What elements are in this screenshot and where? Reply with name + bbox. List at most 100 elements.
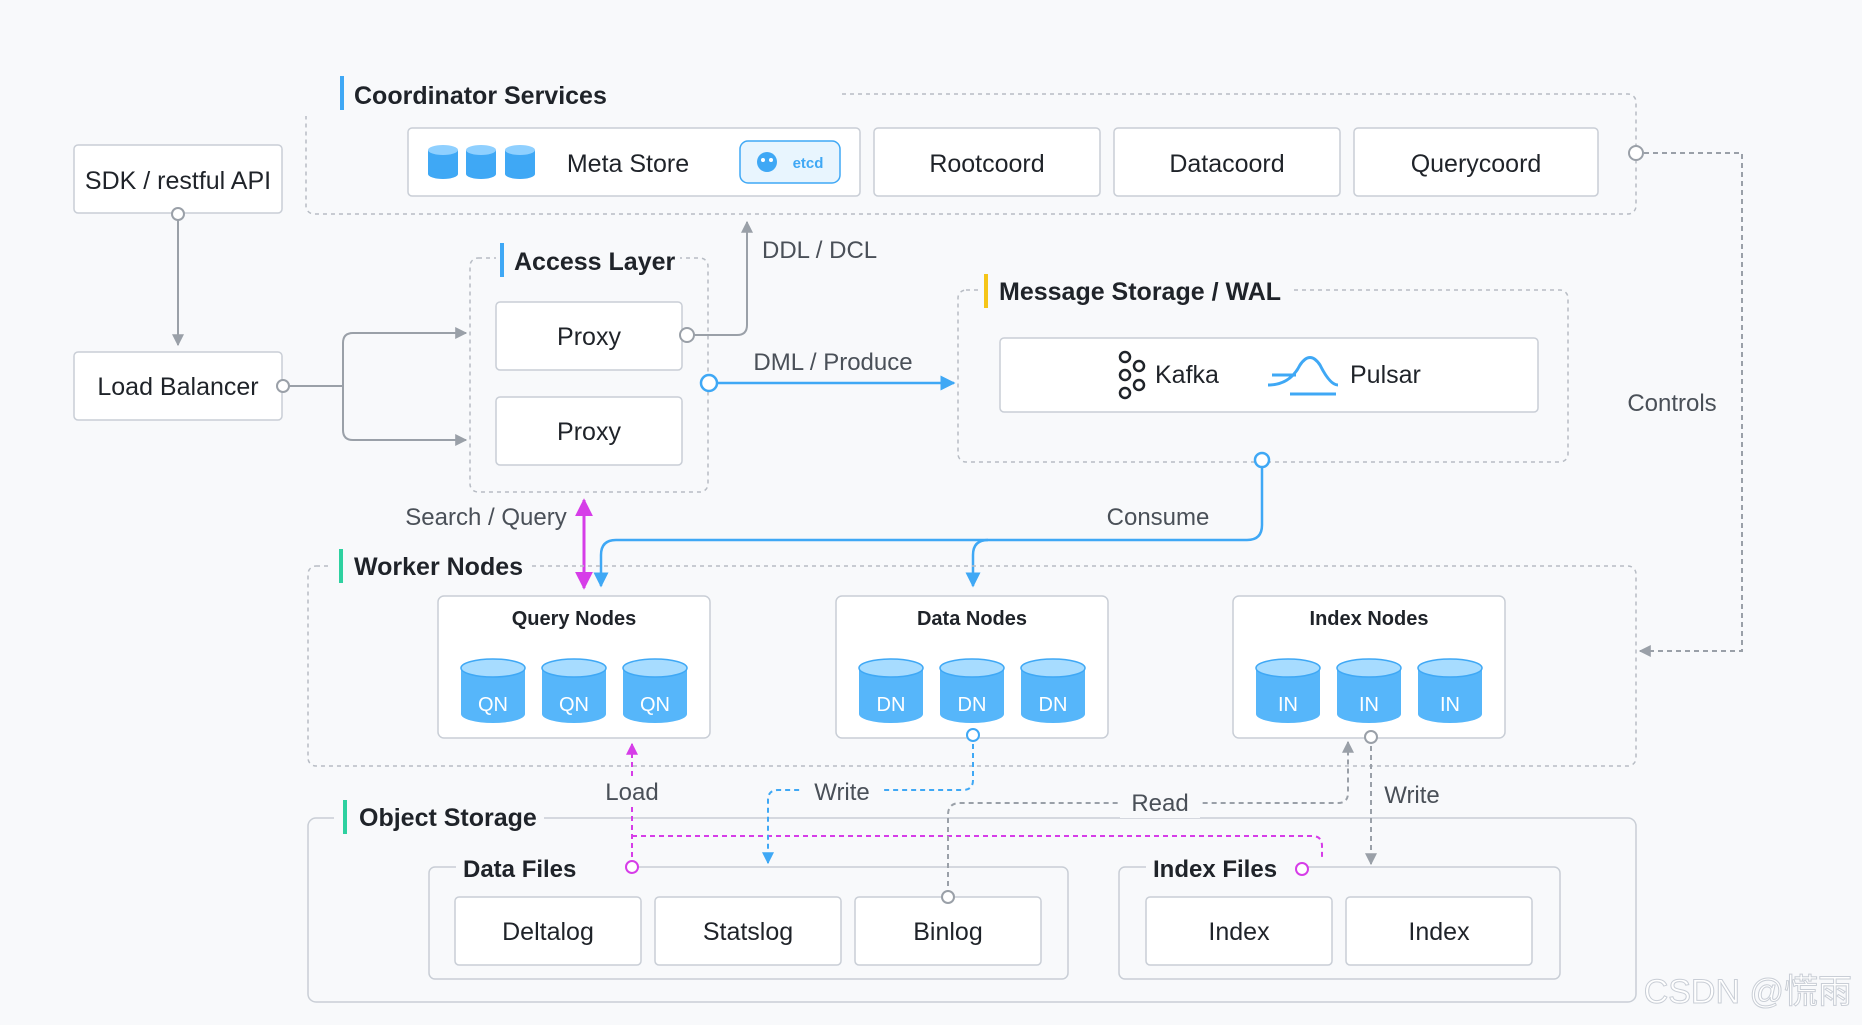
index-nodes-box[interactable]: Index Nodes IN IN IN bbox=[1232, 595, 1506, 739]
controls-label: Controls bbox=[1627, 390, 1716, 417]
message-title-mask bbox=[978, 270, 1294, 310]
proxy-box-1[interactable]: Proxy bbox=[495, 301, 683, 371]
access-layer-border bbox=[469, 257, 709, 493]
query-node-label: QN bbox=[559, 694, 589, 716]
statslog-label: Statslog bbox=[703, 918, 793, 946]
pulsar-icon bbox=[1267, 356, 1339, 396]
data-nodes-write-port bbox=[966, 728, 980, 742]
datacoord-label: Datacoord bbox=[1169, 150, 1284, 178]
query-node-label: QN bbox=[640, 694, 670, 716]
index-node-cylinder: IN bbox=[1255, 658, 1321, 723]
worker-nodes-title: Worker Nodes bbox=[354, 553, 523, 581]
sdk-port bbox=[171, 207, 185, 221]
index-box-1[interactable]: Index bbox=[1145, 896, 1333, 966]
deltalog-box[interactable]: Deltalog bbox=[454, 896, 642, 966]
proxy-1-label: Proxy bbox=[557, 323, 621, 351]
statslog-box[interactable]: Statslog bbox=[654, 896, 842, 966]
query-node-label: QN bbox=[478, 694, 508, 716]
data-nodes-box[interactable]: Data Nodes DN DN DN bbox=[835, 595, 1109, 739]
write-data-label: Write bbox=[814, 779, 870, 806]
index-files-title: Index Files bbox=[1153, 856, 1277, 883]
database-icon bbox=[428, 145, 535, 179]
proxy-2-label: Proxy bbox=[557, 418, 621, 446]
message-storage-group: Message Storage / WAL Kafka Pulsar bbox=[957, 270, 1569, 463]
dml-label: DML / Produce bbox=[753, 349, 912, 376]
write-data-label-mask bbox=[800, 774, 884, 804]
coordinator-title: Coordinator Services bbox=[354, 82, 607, 110]
data-node-label: DN bbox=[877, 694, 906, 716]
etcd-label: etcd bbox=[793, 155, 824, 172]
deltalog-label: Deltalog bbox=[502, 918, 594, 946]
consume-port bbox=[1253, 451, 1271, 469]
data-nodes-title: Data Nodes bbox=[917, 608, 1027, 630]
data-files-load-port bbox=[625, 860, 639, 874]
watermark: CSDN @慌雨 bbox=[1644, 973, 1852, 1011]
kafka-label: Kafka bbox=[1155, 361, 1219, 389]
write-index-label: Write bbox=[1384, 782, 1440, 809]
coordinator-group: Coordinator Services Meta Store etcd Roo… bbox=[290, 60, 1637, 215]
worker-title-bar bbox=[339, 549, 343, 583]
kafka-icon bbox=[1118, 350, 1146, 400]
binlog-read-port bbox=[941, 890, 955, 904]
index-box-2[interactable]: Index bbox=[1345, 896, 1533, 966]
coordinator-title-mask bbox=[290, 60, 840, 116]
data-node-label: DN bbox=[958, 694, 987, 716]
index-node-label: IN bbox=[1440, 694, 1460, 716]
data-node-cylinder: DN bbox=[858, 658, 924, 723]
load-label: Load bbox=[605, 779, 658, 806]
proxy-ddl-port bbox=[679, 327, 695, 343]
data-files-group: Data Files Deltalog Statslog Binlog bbox=[428, 850, 1069, 980]
query-nodes-box[interactable]: Query Nodes QN QN QN bbox=[437, 595, 711, 739]
meta-store-box[interactable]: Meta Store etcd bbox=[407, 127, 861, 197]
data-node-cylinder: DN bbox=[939, 658, 1005, 723]
sdk-box[interactable]: SDK / restful API bbox=[73, 144, 283, 214]
binlog-label: Binlog bbox=[913, 918, 983, 946]
access-layer-group: Access Layer Proxy Proxy bbox=[469, 240, 709, 493]
worker-nodes-group: Worker Nodes Query Nodes QN QN QN Data N… bbox=[307, 545, 1637, 767]
data-node-label: DN bbox=[1039, 694, 1068, 716]
access-title-bar bbox=[500, 243, 504, 277]
load-balancer-box[interactable]: Load Balancer bbox=[73, 351, 283, 421]
object-storage-group: Object Storage Data Files Deltalog Stats… bbox=[307, 798, 1637, 1003]
read-label: Read bbox=[1131, 790, 1188, 817]
object-storage-title: Object Storage bbox=[359, 804, 537, 832]
load-index-link bbox=[632, 835, 1323, 860]
data-files-title-mask bbox=[456, 850, 636, 886]
access-title-mask bbox=[496, 240, 680, 280]
index-node-cylinder: IN bbox=[1336, 658, 1402, 723]
lb-to-proxy1-arrow bbox=[283, 327, 468, 387]
rootcoord-label: Rootcoord bbox=[929, 150, 1044, 178]
load-balancer-label: Load Balancer bbox=[97, 373, 258, 401]
wal-box[interactable]: Kafka Pulsar bbox=[999, 337, 1539, 413]
consume-label: Consume bbox=[1107, 504, 1210, 531]
query-node-cylinder: QN bbox=[460, 658, 526, 723]
query-node-cylinder: QN bbox=[622, 658, 688, 723]
meta-store-label: Meta Store bbox=[567, 150, 689, 178]
search-query-label: Search / Query bbox=[405, 504, 566, 531]
dml-port bbox=[699, 373, 719, 393]
controls-port bbox=[1628, 145, 1644, 161]
index-node-cylinder: IN bbox=[1417, 658, 1483, 723]
proxy-box-2[interactable]: Proxy bbox=[495, 396, 683, 466]
controls-arrow bbox=[1638, 152, 1743, 657]
object-title-mask bbox=[334, 798, 544, 838]
querycoord-box[interactable]: Querycoord bbox=[1353, 127, 1599, 197]
querycoord-label: Querycoord bbox=[1411, 150, 1542, 178]
consume-to-data-arrow bbox=[965, 460, 1264, 588]
read-label-mask bbox=[1120, 788, 1200, 818]
object-title-bar bbox=[343, 800, 347, 834]
binlog-box[interactable]: Binlog bbox=[854, 896, 1042, 966]
rootcoord-box[interactable]: Rootcoord bbox=[873, 127, 1101, 197]
index-1-label: Index bbox=[1208, 918, 1270, 946]
message-storage-title: Message Storage / WAL bbox=[999, 278, 1281, 306]
index-files-group: Index Files Index Index bbox=[1118, 850, 1561, 980]
load-label-mask bbox=[598, 776, 666, 806]
access-layer-title: Access Layer bbox=[514, 248, 676, 276]
data-node-cylinder: DN bbox=[1020, 658, 1086, 723]
ddl-label: DDL / DCL bbox=[762, 237, 877, 264]
index-files-load-port bbox=[1295, 862, 1309, 876]
index-nodes-write-port bbox=[1364, 730, 1378, 744]
datacoord-box[interactable]: Datacoord bbox=[1113, 127, 1341, 197]
pulsar-label: Pulsar bbox=[1350, 361, 1421, 389]
